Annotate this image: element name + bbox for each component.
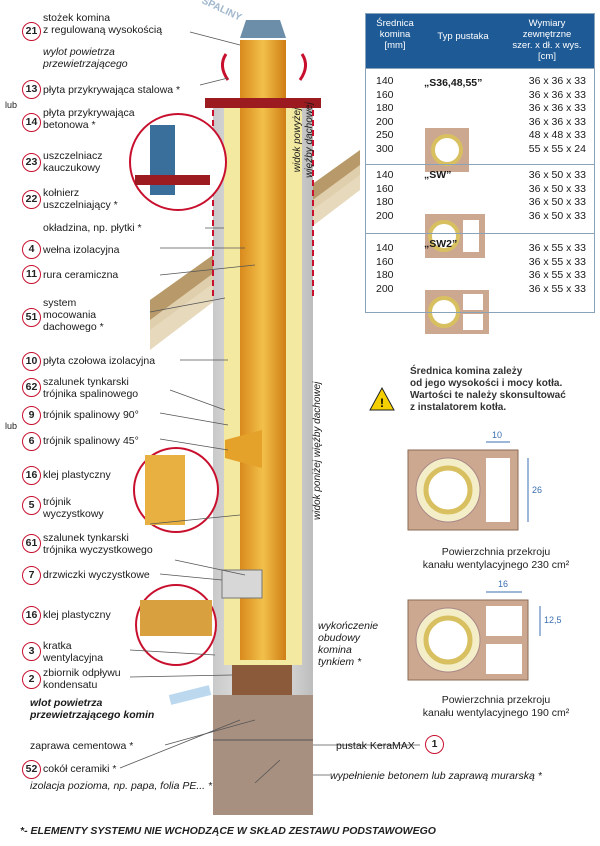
lub-1: lub xyxy=(5,100,18,110)
label-tee-45: trójnik spalinowy 45° xyxy=(43,435,139,447)
fig2-dim-h: 12,5 xyxy=(544,615,562,625)
label-glue-2: klej plastyczny xyxy=(43,609,111,621)
label-cleanout-door: drzwiczki wyczystkowe xyxy=(43,569,150,581)
label-mortar: zaprawa cementowa * xyxy=(30,740,134,752)
fig1-dim-h: 26 xyxy=(532,485,543,495)
chimney-base xyxy=(213,695,313,815)
badge-51: 51 xyxy=(22,308,41,327)
badge-3: 3 xyxy=(22,642,41,661)
fig2-dim-w: 16 xyxy=(498,579,509,589)
cell-type-sw: „SW” xyxy=(424,169,452,181)
table-thumb-sw xyxy=(425,214,485,258)
label-ceramic-pipe: rura ceramiczna xyxy=(43,269,119,281)
badge-11: 11 xyxy=(22,265,41,284)
badge-14: 14 xyxy=(22,113,41,132)
lub-2: lub xyxy=(5,421,18,431)
cross-section-sw2 xyxy=(407,591,541,681)
svg-text:!: ! xyxy=(380,396,384,410)
label-block: pustak KeraMAX xyxy=(336,740,415,752)
label-glue-1: klej plastyczny xyxy=(43,469,111,481)
label-steel-plate: płyta przykrywająca stalowa * xyxy=(43,84,181,96)
label-sealing-collar: kołnierz uszczelniający * xyxy=(43,187,118,211)
badge-16a: 16 xyxy=(22,466,41,485)
label-condensate: zbiornik odpływu kondensatu xyxy=(43,667,121,691)
label-tee-90: trójnik spalinowy 90° xyxy=(43,409,139,421)
label-finish: wykończenie obudowy komina tynkiem * xyxy=(318,620,379,668)
fig1-dim-w: 10 xyxy=(492,430,503,440)
condensate-tank xyxy=(232,665,292,695)
badge-6: 6 xyxy=(22,432,41,451)
label-plinth: cokół ceramiki * xyxy=(43,763,117,775)
ceramic-pipe xyxy=(240,40,286,660)
cell-dims-sw2: 36 x 55 x 33 36 x 55 x 33 36 x 55 x 33 3… xyxy=(528,242,586,295)
table-row-s: 140 160 180 200 250 300 „S36,48,55” 36 x… xyxy=(366,68,594,164)
chimney-cone xyxy=(240,20,286,38)
header-type: Typ pustaka xyxy=(437,31,489,42)
side-above-label: widok powyżej więźby dachowej xyxy=(292,102,315,178)
label-front-plate: płyta czołowa izolacyjna xyxy=(43,355,156,367)
badge-16b: 16 xyxy=(22,606,41,625)
badge-13: 13 xyxy=(22,80,41,99)
cell-diam-s: 140 160 180 200 250 300 xyxy=(376,75,394,155)
badge-9: 9 xyxy=(22,406,41,425)
label-vent-grille: kratka wentylacyjna xyxy=(43,640,104,664)
badge-61: 61 xyxy=(22,534,41,553)
table-header: Średnica komina [mm] Typ pustaka Wymiary… xyxy=(366,14,594,68)
label-rubber-seal: uszczelniacz kauczukowy xyxy=(43,150,103,174)
badge-10: 10 xyxy=(22,352,41,371)
dimensions-table: Średnica komina [mm] Typ pustaka Wymiary… xyxy=(365,13,595,313)
flue-tee xyxy=(225,430,262,468)
footnote: *- ELEMENTY SYSTEMU NIE WCHODZĄCE W SKŁA… xyxy=(20,825,436,837)
warning-note: Średnica komina zależy od jego wysokości… xyxy=(410,366,566,413)
badge-21: 21 xyxy=(22,22,41,41)
badge-7: 7 xyxy=(22,566,41,585)
badge-22: 22 xyxy=(22,190,41,209)
warning-icon xyxy=(369,386,395,411)
header-diameter: Średnica komina [mm] xyxy=(376,18,414,51)
label-cone: stożek komina z regulowaną wysokością xyxy=(43,12,163,36)
fig2-caption: Powierzchnia przekroju kanału wentylacyj… xyxy=(422,694,570,719)
cross-section-sw xyxy=(407,441,529,531)
cell-dims-s: 36 x 36 x 33 36 x 36 x 33 36 x 36 x 33 3… xyxy=(528,75,586,155)
badge-52: 52 xyxy=(22,760,41,779)
badge-5: 5 xyxy=(22,496,41,515)
table-row-sw2: 140 160 180 200 „SW2” 36 x 55 x 33 36 x … xyxy=(366,233,594,312)
label-concrete-plate: płyta przykrywająca betonowa * xyxy=(43,107,135,131)
cell-diam-sw2: 140 160 180 200 xyxy=(376,242,394,295)
label-horizontal-insulation: izolacja pozioma, np. papa, folia PE... … xyxy=(30,780,213,792)
fig1-caption: Powierzchnia przekroju kanału wentylacyj… xyxy=(422,546,570,571)
badge-62: 62 xyxy=(22,378,41,397)
label-cleanout-formwork: szalunek tynkarski trójnika wyczystkoweg… xyxy=(43,532,153,556)
cleanout-door xyxy=(221,569,263,599)
badge-1: 1 xyxy=(425,735,444,754)
table-row-sw: 140 160 180 200 „SW” 36 x 50 x 33 36 x 5… xyxy=(366,164,594,233)
badge-2: 2 xyxy=(22,670,41,689)
badge-4: 4 xyxy=(22,240,41,259)
cover-plate xyxy=(205,98,321,108)
cell-diam-sw: 140 160 180 200 xyxy=(376,169,394,222)
label-fill: wypełnienie betonem lub zaprawą murarską… xyxy=(330,770,542,782)
label-wool: wełna izolacyjna xyxy=(43,244,120,256)
label-air-outlet: wylot powietrza przewietrzającego xyxy=(43,46,128,70)
label-cleanout-tee: trójnik wyczystkowy xyxy=(43,496,104,520)
side-below-label: widok poniżej więźby dachowej xyxy=(312,381,323,520)
cell-dims-sw: 36 x 50 x 33 36 x 50 x 33 36 x 50 x 33 3… xyxy=(528,169,586,222)
zoom-seal xyxy=(129,113,227,211)
label-cladding: okładzina, np. płytki * xyxy=(43,222,142,234)
cell-type-s: „S36,48,55” xyxy=(424,77,483,89)
label-flue-formwork: szalunek tynkarski trójnika spalinowego xyxy=(43,376,139,400)
badge-23: 23 xyxy=(22,153,41,172)
header-dims: Wymiary zewnętrzne szer. x dł. x wys. [c… xyxy=(512,18,582,62)
label-air-inlet: wlot powietrza przewietrzającego komin xyxy=(30,697,155,721)
label-roof-mount: system mocowania dachowego * xyxy=(43,297,104,333)
cell-type-sw2: „SW2” xyxy=(424,238,458,250)
